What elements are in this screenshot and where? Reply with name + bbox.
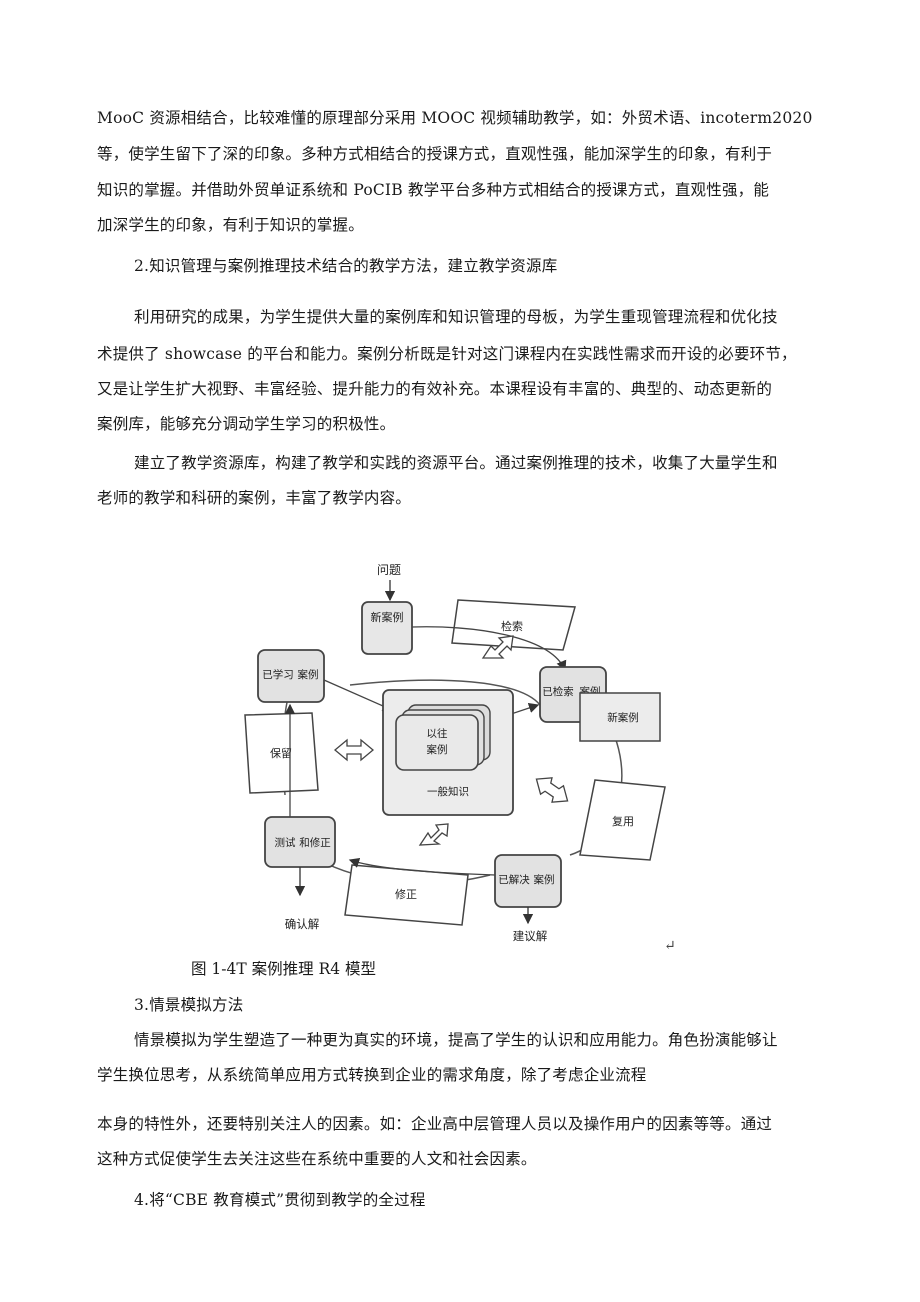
paragraph-line: 这种方式促使学生去关注这些在系统中重要的人文和社会因素。 (97, 1150, 537, 1168)
paragraph-line: 本身的特性外，还要特别关注人的因素。如：企业高中层管理人员以及操作用户的因素等等… (97, 1115, 773, 1133)
general-knowledge-node: 以往 案例 一般知识 (382, 689, 514, 816)
section-heading: 3.情景模拟方法 (134, 996, 244, 1014)
new-case-node: 新案例 (361, 601, 413, 655)
paragraph-line: 建立了教学资源库，构建了教学和实践的资源平台。通过案例推理的技术，收集了大量学生… (134, 454, 778, 472)
solved-case-node: 已解决 案例 (494, 854, 562, 908)
paragraph-line: 术提供了 showcase 的平台和能力。案例分析既是针对这门课程内在实践性需求… (97, 345, 797, 363)
double-arrow-icon (333, 635, 569, 846)
confirmed-solution-label: 确认解 (285, 917, 320, 931)
paragraph-line: 等，使学生留下了深的印象。多种方式相结合的授课方式，直观性强，能加深学生的印象，… (97, 145, 773, 163)
problem-label: 问题 (377, 563, 401, 577)
suggested-solution-label: 建议解 (513, 929, 548, 943)
paragraph-line: 加深学生的印象，有利于知识的掌握。 (97, 216, 364, 234)
retain-step: 保留 (244, 712, 319, 794)
learned-case-node: 已学习 案例 (257, 649, 325, 703)
paragraph-line: 利用研究的成果，为学生提供大量的案例库和知识管理的母板，为学生重现管理流程和优化… (134, 308, 778, 326)
test-revise-node: 测试 和修正 (264, 816, 336, 868)
return-mark: ↵ (664, 938, 676, 954)
svg-text:保留: 保留 (270, 746, 292, 760)
paragraph-line: 学生换位思考，从系统简单应用方式转换到企业的需求角度，除了考虑企业流程 (97, 1066, 647, 1084)
figure-caption: 图 1-4T 案例推理 R4 模型 (191, 960, 377, 978)
svg-text:案例: 案例 (427, 743, 448, 756)
svg-text:检索: 检索 (501, 619, 523, 633)
paragraph-line: MooC 资源相结合，比较难懂的原理部分采用 MOOC 视频辅助教学，如：外贸术… (97, 109, 813, 127)
svg-text:测试: 测试 (275, 836, 296, 849)
svg-text:新案例: 新案例 (607, 711, 639, 724)
svg-text:修正: 修正 (395, 887, 417, 901)
svg-text:已检索: 已检索 (542, 685, 574, 698)
revise-step: 修正 (344, 864, 469, 926)
svg-text:案例: 案例 (534, 873, 555, 886)
section-heading: 2.知识管理与案例推理技术结合的教学方法，建立教学资源库 (134, 257, 558, 275)
new-case-right-node: 新案例 (579, 692, 661, 742)
reuse-step: 复用 (579, 779, 666, 861)
svg-text:已解决: 已解决 (498, 873, 530, 886)
paragraph-line: 案例库，能够充分调动学生学习的积极性。 (97, 415, 396, 433)
svg-text:以往: 以往 (427, 727, 448, 740)
paragraph-line: 情景模拟为学生塑造了一种更为真实的环境，提高了学生的认识和应用能力。角色扮演能够… (134, 1031, 778, 1049)
svg-text:已学习: 已学习 (262, 668, 294, 681)
svg-text:和修正: 和修正 (299, 836, 331, 849)
paragraph-line: 知识的掌握。并借助外贸单证系统和 PoCIB 教学平台多种方式相结合的授课方式，… (97, 181, 770, 199)
paragraph-line: 老师的教学和科研的案例，丰富了教学内容。 (97, 489, 412, 507)
svg-text:案例: 案例 (298, 668, 319, 681)
cbr-cycle-diagram: 问题 新案例 检索 已检索 案例 新案例 复用 已解决 案例 建议解 修正 (240, 555, 680, 950)
paragraph-line: 又是让学生扩大视野、丰富经验、提升能力的有效补充。本课程设有丰富的、典型的、动态… (97, 380, 773, 398)
retrieve-step: 检索 (451, 599, 576, 651)
section-heading: 4.将“CBE 教育模式”贯彻到教学的全过程 (134, 1191, 426, 1209)
svg-text:新案例: 新案例 (371, 610, 404, 624)
svg-text:一般知识: 一般知识 (427, 785, 469, 798)
svg-text:复用: 复用 (612, 814, 634, 828)
